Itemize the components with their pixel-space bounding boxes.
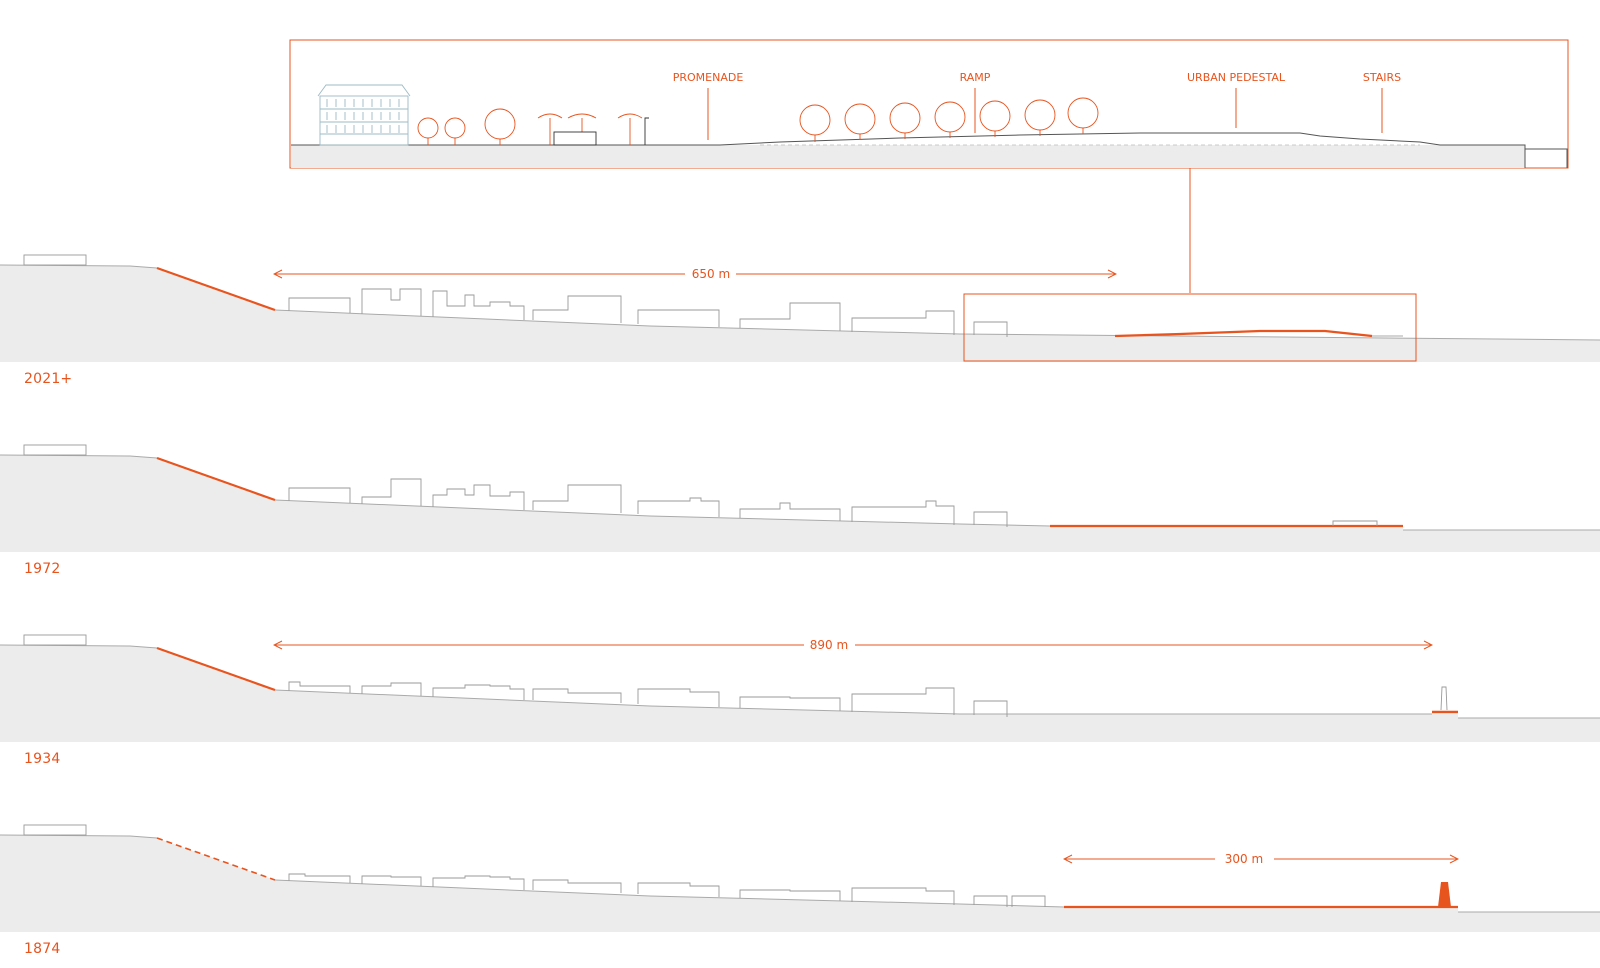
detail-trees <box>417 97 1099 145</box>
waterfront-ramp-2021 <box>1114 329 1373 338</box>
dimension-650m: 650 m <box>274 267 1116 281</box>
detail-terrain-line <box>291 132 1526 168</box>
waterfront-shed-1972 <box>1332 520 1378 526</box>
detail-section: PROMENADE RAMP URBAN PEDESTAL STAIRS <box>289 39 1569 293</box>
section-2021: 650 m 2021+ <box>0 254 1600 387</box>
ground-1972 <box>0 455 1600 552</box>
escarpment-1874 <box>156 837 276 881</box>
escarpment-1972 <box>156 456 276 502</box>
escarpment-1934 <box>156 646 276 692</box>
city-buildings-1972 <box>288 478 1008 527</box>
ground-1934 <box>0 645 1600 742</box>
ramp-label: RAMP <box>960 71 991 84</box>
dimension-label-650m: 650 m <box>692 267 730 281</box>
city-buildings-2021 <box>288 288 1008 337</box>
callout-leaders <box>707 88 1383 140</box>
zoom-box-2021 <box>963 293 1417 362</box>
stairs-label: STAIRS <box>1363 71 1401 84</box>
detail-kiosk <box>553 117 649 146</box>
chimney-1874 <box>1438 882 1451 907</box>
year-label-1972: 1972 <box>24 561 60 577</box>
escarpment-2021 <box>156 266 276 312</box>
hilltop-building-2021 <box>23 254 87 266</box>
lighthouse-1934 <box>1440 686 1448 711</box>
facade-building <box>317 84 411 146</box>
dimension-890m: 890 m <box>274 638 1432 652</box>
year-label-1874: 1874 <box>24 941 60 957</box>
promenade-label: PROMENADE <box>673 71 744 84</box>
urban-pedestal-label: URBAN PEDESTAL <box>1187 71 1286 84</box>
detail-lower-step <box>1525 148 1568 168</box>
hilltop-building-1934 <box>23 634 87 646</box>
year-label-2021: 2021+ <box>24 371 72 387</box>
section-1972: 1972 <box>0 444 1600 577</box>
section-1874: 300 m 1874 <box>0 824 1600 957</box>
city-buildings-1874 <box>288 873 1046 907</box>
year-label-1934: 1934 <box>24 751 60 767</box>
dimension-label-890m: 890 m <box>810 638 848 652</box>
detail-ground <box>291 145 1525 168</box>
ground-1874 <box>0 835 1600 932</box>
city-buildings-1934 <box>288 681 1008 717</box>
ground-2021 <box>0 265 1600 362</box>
dimension-label-300m: 300 m <box>1225 852 1263 866</box>
dimension-300m: 300 m <box>1064 852 1458 866</box>
hilltop-building-1972 <box>23 444 87 456</box>
hilltop-building-1874 <box>23 824 87 836</box>
section-1934: 890 m 1934 <box>0 634 1600 767</box>
